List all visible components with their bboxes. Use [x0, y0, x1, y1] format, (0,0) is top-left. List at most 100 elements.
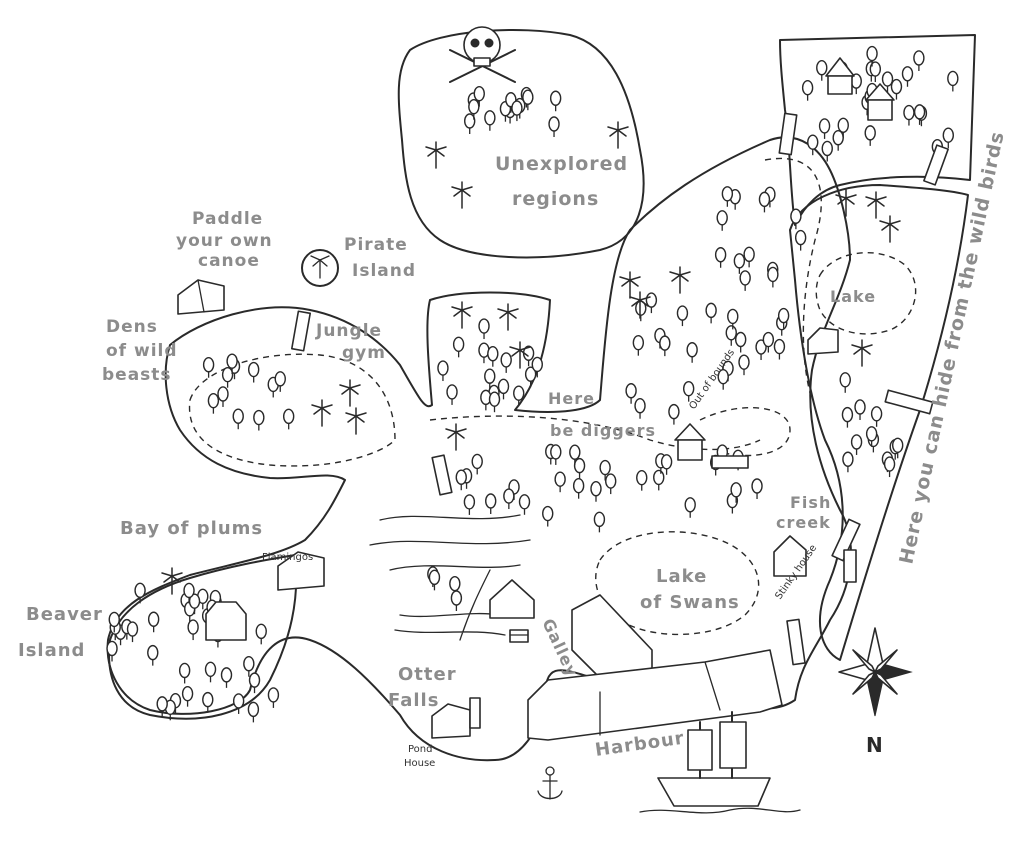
tree-icon [282, 408, 295, 430]
label-otter: Otter [398, 664, 457, 685]
label-flamingos: Flamingos [262, 552, 313, 563]
tree-icon [573, 457, 586, 479]
tree-icon [714, 247, 727, 268]
tree-icon [682, 380, 695, 402]
label-here: Here [548, 389, 595, 408]
tree-icon [903, 104, 915, 126]
tree-icon [247, 361, 260, 383]
logs [290, 112, 949, 729]
tree-icon [232, 693, 245, 714]
tree-icon [485, 493, 497, 514]
tree-icon [865, 426, 878, 447]
tree-icon [531, 356, 543, 378]
tree-icon [751, 478, 763, 500]
tree-icon [794, 229, 807, 251]
palm-tree-icon [310, 255, 330, 279]
tree-icon [717, 369, 729, 390]
tree-icon [548, 116, 560, 138]
tree-icon [183, 582, 195, 604]
palm-tree-icon [161, 567, 183, 595]
tree-icon [524, 366, 537, 388]
main-island-coast [106, 136, 852, 762]
tree-icon [487, 346, 499, 367]
tree-icon [947, 70, 959, 92]
tree-icon [478, 318, 490, 340]
tree-icon [676, 305, 689, 327]
tent [489, 579, 535, 619]
tree-icon [267, 687, 280, 708]
tree-icon [452, 336, 465, 358]
label-out-of-bounds: Out of bounds [687, 347, 737, 411]
tree-icon [653, 469, 665, 491]
tree-icon [503, 488, 515, 510]
tree-icon [480, 389, 492, 411]
tree-icon [450, 590, 463, 612]
label-gym: gym [342, 343, 386, 363]
tree-icon [605, 473, 617, 495]
label-of-swans: of Swans [640, 592, 740, 613]
tree-icon [590, 481, 602, 502]
label-paddle: Paddle [192, 209, 263, 229]
beaver-island-coast [108, 554, 298, 720]
lake-hut [807, 327, 839, 355]
treasure-chest-icon [509, 629, 529, 643]
tree-icon [247, 701, 260, 723]
palm-tree-icon [451, 301, 473, 329]
tree-icon [634, 398, 646, 419]
palm-tree-icon [445, 423, 467, 451]
palm-tree-icon [669, 266, 691, 294]
tree-icon [106, 640, 118, 662]
tree-icon [473, 85, 485, 107]
tree-icon [542, 505, 554, 527]
tree-icon [942, 127, 954, 149]
tree-icon [202, 357, 215, 378]
tree-icon [636, 469, 648, 491]
palm-tree-icon [619, 271, 641, 299]
anchor-icon [537, 766, 563, 800]
east-strip-coast [789, 184, 969, 661]
tree-icon [733, 253, 746, 274]
lake-shore [815, 252, 917, 335]
label-lake: Lake [830, 287, 876, 306]
palm-tree-icon [835, 189, 857, 217]
palm-tree-icon [345, 407, 367, 435]
tree-icon [471, 453, 483, 475]
tree-icon [187, 619, 199, 641]
east-path [764, 157, 822, 401]
tree-icon [901, 66, 914, 87]
tree-icon [738, 354, 750, 376]
tree-icon [108, 611, 120, 633]
tree-icon [725, 325, 737, 346]
forest-layer [106, 45, 959, 723]
tree-icon [243, 656, 255, 677]
tree-icon [569, 444, 581, 466]
tree-icon [549, 90, 562, 112]
tree-icon [488, 391, 501, 413]
label-pirate: Pirate [344, 235, 408, 255]
label-falls: Falls [388, 690, 439, 711]
tree-icon [659, 335, 671, 357]
skull-crossbones-icon [449, 26, 516, 83]
stinky-house [773, 535, 807, 577]
pirate-ship-icon [639, 711, 801, 814]
canoe-hut [177, 279, 225, 315]
palm-tree-icon [497, 303, 519, 331]
tree-icon [660, 454, 673, 475]
tree-icon [777, 307, 790, 329]
tree-icon [705, 302, 717, 324]
jungle-path [188, 353, 396, 467]
beaver-lodge [205, 601, 247, 641]
tree-icon [866, 45, 878, 67]
tree-icon [207, 392, 220, 414]
tree-icon [854, 399, 866, 420]
label-canoe: canoe [198, 251, 260, 271]
tree-icon [635, 300, 647, 322]
label-jungle: Jungle [315, 321, 382, 341]
label-unexplored: Unexplored [495, 153, 628, 175]
tree-icon [572, 477, 585, 499]
bay-waves [369, 514, 531, 571]
tree-icon [232, 408, 244, 430]
tree-icon [645, 292, 658, 314]
tree-icon [497, 378, 510, 400]
